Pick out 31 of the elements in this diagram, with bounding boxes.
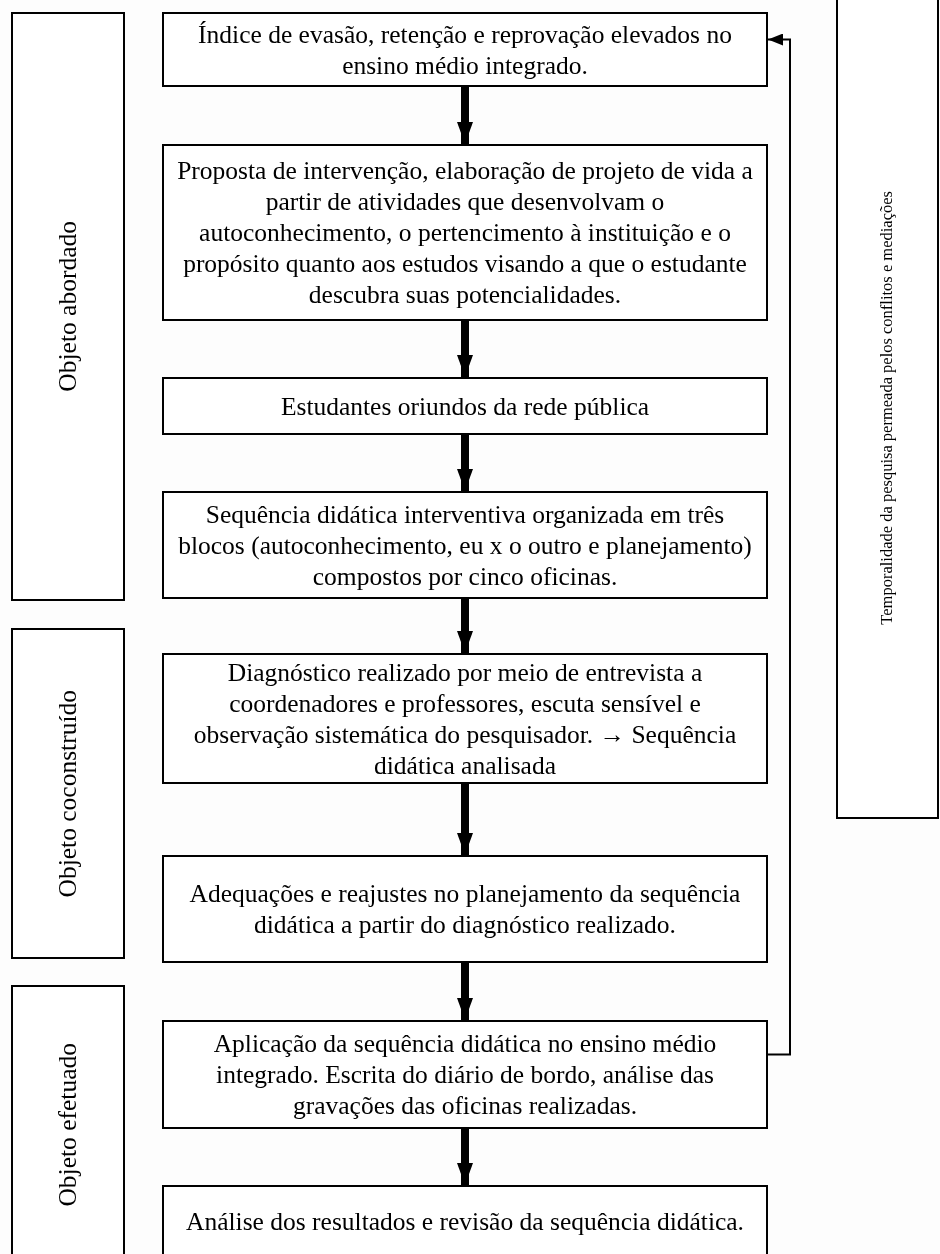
phase-band [11,12,125,601]
vertical-label: Objeto efetuado [53,1043,82,1207]
process-box [162,1185,768,1254]
box-text: Aplicação da sequência didática no ensino médio integrado. Escrita do diário de bordo, análise das gravações das oficinas realizadas. [212,1028,718,1121]
process-box [162,1020,768,1129]
process-box [162,12,768,87]
vertical-label: Objeto abordado [53,221,82,392]
phase-band [11,628,125,959]
process-box [162,491,768,599]
vertical-label: Temporalidade da pesquisa permeada pelos conflitos e mediações [878,190,897,625]
down-arrow [457,87,473,144]
down-arrow [457,784,473,855]
phase-band [11,985,125,1254]
process-box [162,144,768,321]
down-arrow [457,1129,473,1185]
box-text: Análise dos resultados e revisão da sequência didática. [185,1205,745,1237]
box-text: Diagnóstico realizado por meio de entrevista a coordenadores e professores, escuta sensível e observação sistemática do pesquisador. → Sequência didática analisada [192,656,738,781]
box-text: Estudantes oriundos da rede pública [279,390,651,422]
feedback-arrow [767,33,791,1056]
down-arrow [457,435,473,491]
vertical-label: Objeto coconstruído [53,689,82,898]
box-text: Índice de evasão, retenção e reprovação elevados no ensino médio integrado. [197,18,733,81]
process-box [162,855,768,963]
down-arrow [457,599,473,653]
down-arrow [457,963,473,1020]
process-box [162,377,768,435]
down-arrow [457,321,473,377]
box-text: Adequações e reajustes no planejamento da sequência didática a partir do diagnóstico realizado. [188,878,742,940]
box-text: Sequência didática interventiva organizada em três blocos (autoconhecimento, eu x o outro e planejamento) compostos por cinco oficinas. [177,498,753,592]
side-panel [836,0,939,819]
box-text: Proposta de intervenção, elaboração de projeto de vida a partir de atividades que desenvolvam o autoconhecimento, o pertencimento à instituição e o propósito quanto aos estudos visando a que o estudante descubra suas potencialidades. [176,155,754,310]
